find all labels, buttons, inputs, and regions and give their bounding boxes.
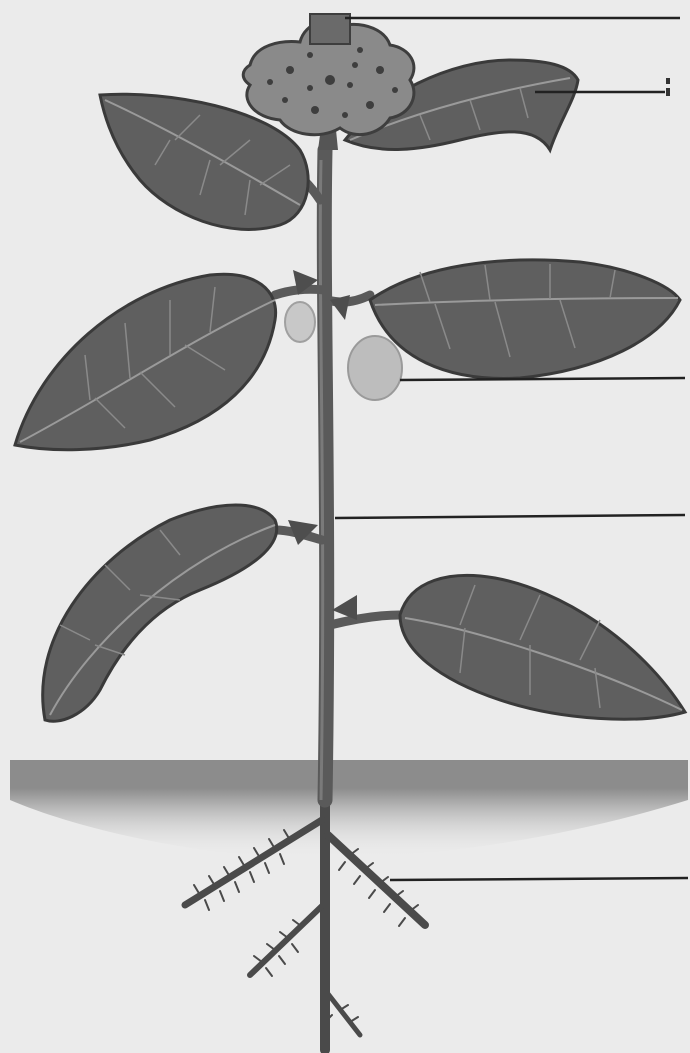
leader-line-fruit bbox=[400, 378, 685, 380]
flower-bud bbox=[310, 14, 350, 44]
label-marker-stub bbox=[666, 78, 670, 96]
petiole-low-right bbox=[330, 615, 400, 625]
ground-line bbox=[10, 760, 688, 790]
soil-surface bbox=[10, 760, 688, 858]
leaf-low-right bbox=[400, 575, 685, 719]
leaf-low-left bbox=[43, 505, 277, 721]
root-hairs bbox=[194, 830, 418, 1022]
leader-line-root bbox=[390, 878, 688, 880]
main-stem bbox=[324, 150, 326, 800]
leader-line-stem bbox=[335, 515, 685, 518]
ground-shadow bbox=[10, 788, 688, 858]
lateral-root-bottom bbox=[325, 990, 360, 1035]
leaf-mid-right bbox=[370, 260, 680, 379]
lateral-root-left-lower bbox=[250, 905, 323, 975]
fruit-large bbox=[348, 336, 402, 400]
leaf-mid-left bbox=[15, 274, 276, 450]
fruit-small bbox=[285, 302, 315, 342]
